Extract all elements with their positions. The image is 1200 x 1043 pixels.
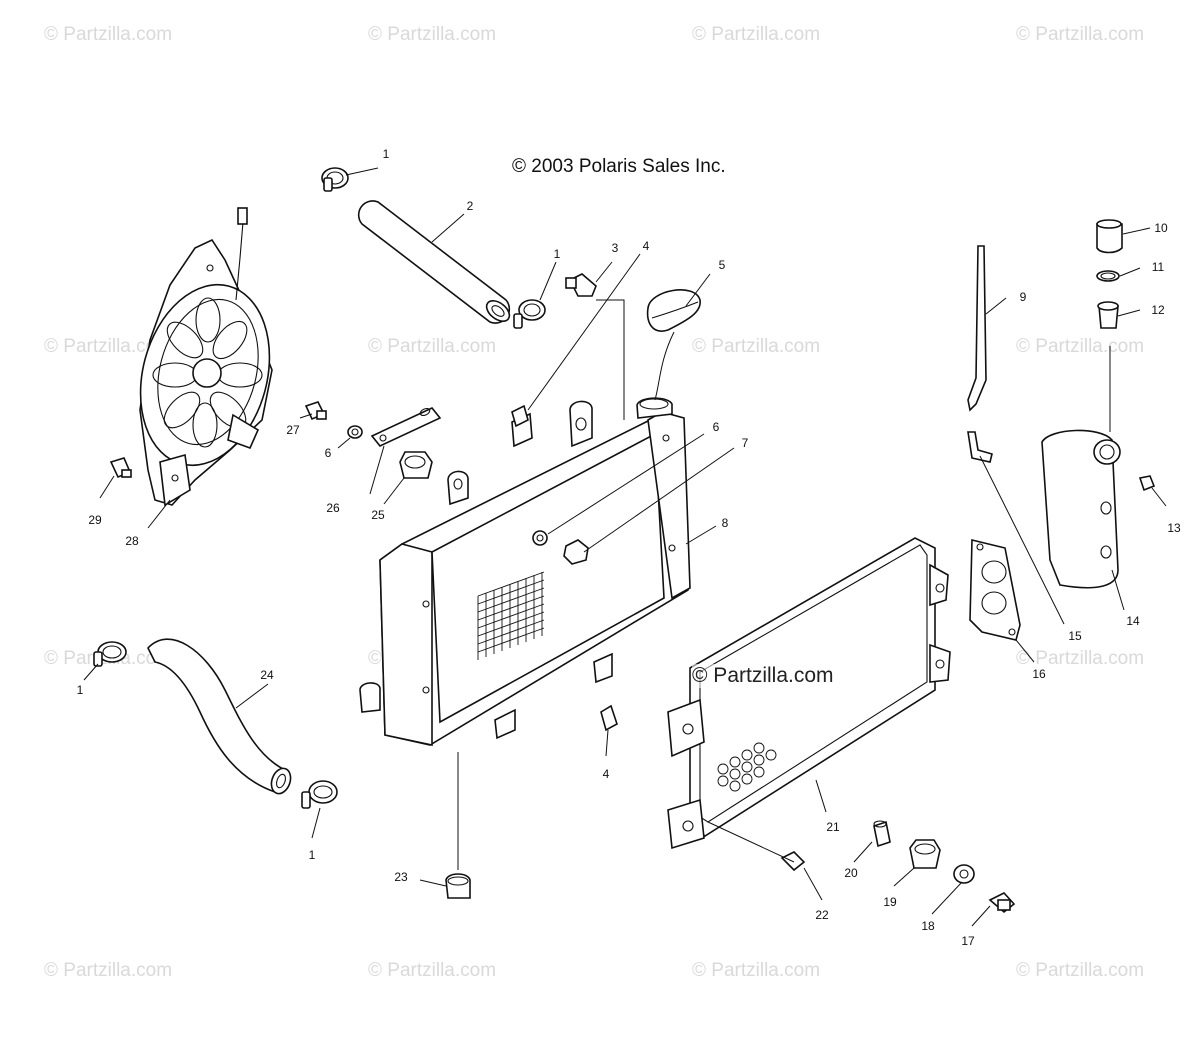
callout-label: 1 [553,247,561,261]
watermark: © Partzilla.com [368,24,497,45]
callout-label: 26 [326,501,340,515]
watermark: © Partzilla.com [1016,24,1145,45]
callout-label: 29 [88,513,102,527]
temperature-sensor [565,273,597,297]
radiator-shroud [667,537,951,850]
curved-hose [147,638,292,795]
watermark: © Partzilla.com [692,336,821,357]
callout-label: 28 [125,534,139,548]
callout-label: 9 [1019,290,1027,304]
bottle-neck-fitting [1097,301,1119,329]
bolt-29 [109,457,132,479]
bottle-cap [1096,219,1123,254]
callout-label: 2 [466,199,474,213]
callout-label: 6 [324,446,332,460]
grommet-25 [399,451,433,479]
hose-clamp-bottom [301,780,338,809]
callout-label: 19 [883,895,897,909]
grommet-19 [909,839,941,869]
washer-6-left [347,425,363,439]
watermark: © Partzilla.com [1016,648,1145,669]
watermark: © Partzilla.com [368,336,497,357]
o-ring [1096,270,1120,282]
callout-label: 1 [382,147,390,161]
screw-13 [1138,475,1156,492]
leader-lines [83,167,1167,927]
callout-label: 13 [1167,521,1181,535]
callout-label: 23 [394,870,408,884]
callout-label: 25 [371,508,385,522]
callout-label: 15 [1068,629,1082,643]
clip-4-bottom [600,704,618,732]
callout-label: 4 [642,239,650,253]
callout-label: 24 [260,668,274,682]
callout-label: 22 [815,908,829,922]
mounting-bracket [370,407,442,447]
bolt-17 [988,892,1016,914]
overflow-tube [967,245,987,412]
callout-label: 1 [308,848,316,862]
callout-label: 16 [1032,667,1046,681]
fan-assembly [139,207,273,507]
bolt-27 [304,401,327,421]
callout-label: 27 [286,423,300,437]
watermark: © Partzilla.com [692,24,821,45]
callout-label: 11 [1151,260,1165,274]
callout-label: 12 [1151,303,1165,317]
spacer-20 [873,820,891,848]
callout-label: 14 [1126,614,1140,628]
callout-label: 7 [741,436,749,450]
callout-label: 17 [961,934,975,948]
recovery-bottle [1041,429,1121,589]
clip-4-top [511,404,529,428]
watermark: © Partzilla.com [44,336,173,357]
watermark: © Partzilla.com [1016,960,1145,981]
hose-clamp-left [93,641,127,667]
straight-hose [357,200,511,324]
callout-label: 20 [844,866,858,880]
callout-label: 4 [602,767,610,781]
copyright-notice: © 2003 Polaris Sales Inc. [512,156,726,177]
hose-clamp-mid [513,299,546,329]
drain-plug [445,873,471,899]
callout-label: 18 [921,919,935,933]
watermark: © Partzilla.com [44,24,173,45]
gasket-plate [969,538,1021,641]
watermark: © Partzilla.com [44,960,173,981]
callout-label: 3 [611,241,619,255]
radiator [359,397,691,746]
watermark: © Partzilla.com [1016,336,1145,357]
callout-label: 1 [76,683,84,697]
callout-label: 5 [718,258,726,272]
callout-label: 6 [712,420,720,434]
callout-label: 21 [826,820,840,834]
center-watermark: © Partzilla.com [692,664,834,688]
hose-clamp-top [321,167,349,192]
callout-label: 10 [1154,221,1168,235]
elbow-fitting [967,431,993,463]
watermark: © Partzilla.com [368,960,497,981]
callout-label: 8 [721,516,729,530]
washer-18 [953,864,975,884]
radiator-cap [646,289,701,332]
watermark: © Partzilla.com [692,960,821,981]
